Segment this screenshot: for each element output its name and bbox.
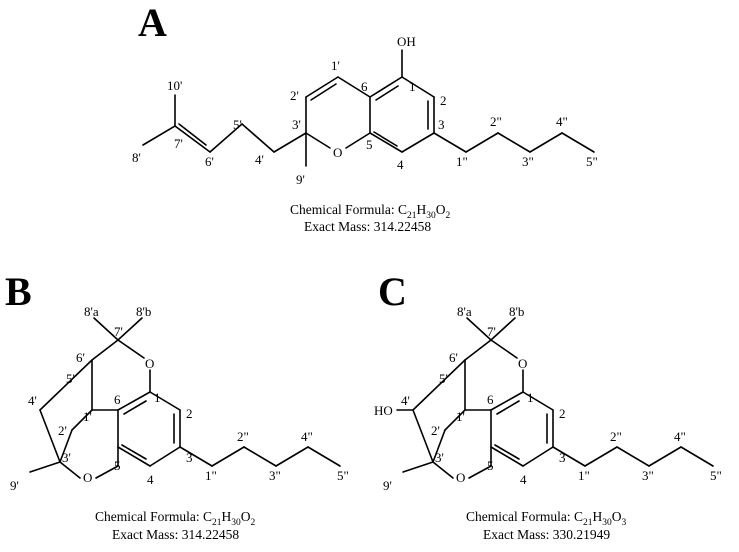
panel-c-formula: Chemical Formula: C21H30O3 [466,509,627,528]
panel-b-structure: B [5,269,349,542]
atom-label-5: 5 [114,458,121,473]
atom-label-3: 3 [438,117,445,132]
atom-label-1: 1 [527,390,534,405]
atom-label-1: 1 [154,390,161,405]
oxygen-label-bottom: O [83,470,92,485]
atom-label-3p: 3' [62,450,71,465]
atom-label-3pp: 3" [642,468,654,483]
panel-b-label: B [5,269,32,314]
panel-b-formula: Chemical Formula: C21H30O2 [95,509,256,528]
panel-b-atom-labels: 8'a 8'b 7' 6' 5' 4' 1' 2' 3' 9' O O 1 2 … [10,304,349,493]
atom-label-6: 6 [114,392,121,407]
panel-b-bonds [29,317,341,479]
atom-label-5p: 5' [233,117,242,132]
atom-label-8pb: 8'b [509,304,524,319]
panel-c-mass: Exact Mass: 330.21949 [483,527,610,542]
atom-label-3: 3 [186,450,193,465]
atom-label-4: 4 [147,472,154,487]
atom-label-7p: 7' [114,324,123,339]
atom-label-2: 2 [559,406,566,421]
atom-label-2: 2 [186,406,193,421]
atom-label-2: 2 [440,93,447,108]
atom-label-5pp: 5" [337,468,349,483]
atom-label-5: 5 [366,137,373,152]
atom-label-5: 5 [487,458,494,473]
atom-label-2pp: 2" [237,429,249,444]
atom-label-1pp: 1" [456,154,468,169]
panel-a-structure: A [132,0,598,234]
atom-label-5p: 5' [439,371,448,386]
hydroxyl-label: OH [397,34,416,49]
atom-label-3pp: 3" [269,468,281,483]
atom-label-4pp: 4" [674,429,686,444]
atom-label-6p: 6' [76,350,85,365]
oxygen-label-top: O [518,356,527,371]
atom-label-5p: 5' [66,371,75,386]
panel-a-atom-labels: OH 1 2 3 4 5 6 1' 2' 3' 4' 5' 6' 7' 8' 9… [132,34,598,187]
atom-label-4p: 4' [28,393,37,408]
atom-label-9p: 9' [383,478,392,493]
atom-label-3p: 3' [292,117,301,132]
atom-label-2p: 2' [290,88,299,103]
atom-label-6: 6 [487,392,494,407]
hydroxyl-label: HO [374,403,393,418]
atom-label-1pp: 1" [578,468,590,483]
atom-label-4: 4 [520,472,527,487]
panel-c-atom-labels: 8'a 8'b 7' 6' 5' 4' 1' 2' 3' 9' HO O O 1… [374,304,722,493]
atom-label-1p: 1' [456,409,465,424]
atom-label-9p: 9' [296,172,305,187]
atom-label-3: 3 [559,450,566,465]
atom-label-7p: 7' [174,136,183,151]
panel-c-label: C [378,269,407,314]
atom-label-4pp: 4" [301,429,313,444]
panel-a-label: A [138,0,167,45]
atom-label-5pp: 5" [710,468,722,483]
atom-label-4p: 4' [401,393,410,408]
atom-label-2pp: 2" [610,429,622,444]
panel-b-mass: Exact Mass: 314.22458 [112,527,239,542]
atom-label-8pb: 8'b [136,304,151,319]
atom-label-1p: 1' [331,58,340,73]
atom-label-6p: 6' [205,154,214,169]
atom-label-1p: 1' [83,409,92,424]
atom-label-1pp: 1" [205,468,217,483]
atom-label-8p: 8' [132,150,141,165]
atom-label-1: 1 [409,79,416,94]
panel-c-bonds [396,317,714,479]
panel-c-structure: C [374,269,722,542]
atom-label-2p: 2' [431,423,440,438]
atom-label-8pa: 8'a [84,304,99,319]
atom-label-4p: 4' [255,152,264,167]
atom-label-2pp: 2" [490,114,502,129]
atom-label-6p: 6' [449,350,458,365]
atom-label-5pp: 5" [586,154,598,169]
atom-label-6: 6 [361,79,368,94]
atom-label-10p: 10' [167,78,182,93]
panel-a-formula: Chemical Formula: C21H30O2 [290,202,451,221]
atom-label-4pp: 4" [556,114,568,129]
atom-label-9p: 9' [10,478,19,493]
atom-label-4: 4 [397,157,404,172]
atom-label-3p: 3' [435,450,444,465]
atom-label-3pp: 3" [522,154,534,169]
atom-label-7p: 7' [487,324,496,339]
atom-label-8pa: 8'a [457,304,472,319]
panel-a-mass: Exact Mass: 314.22458 [304,219,431,234]
atom-label-2p: 2' [58,423,67,438]
panel-a-bonds [142,49,595,167]
oxygen-label: O [333,145,342,160]
oxygen-label-bottom: O [456,470,465,485]
oxygen-label-top: O [145,356,154,371]
